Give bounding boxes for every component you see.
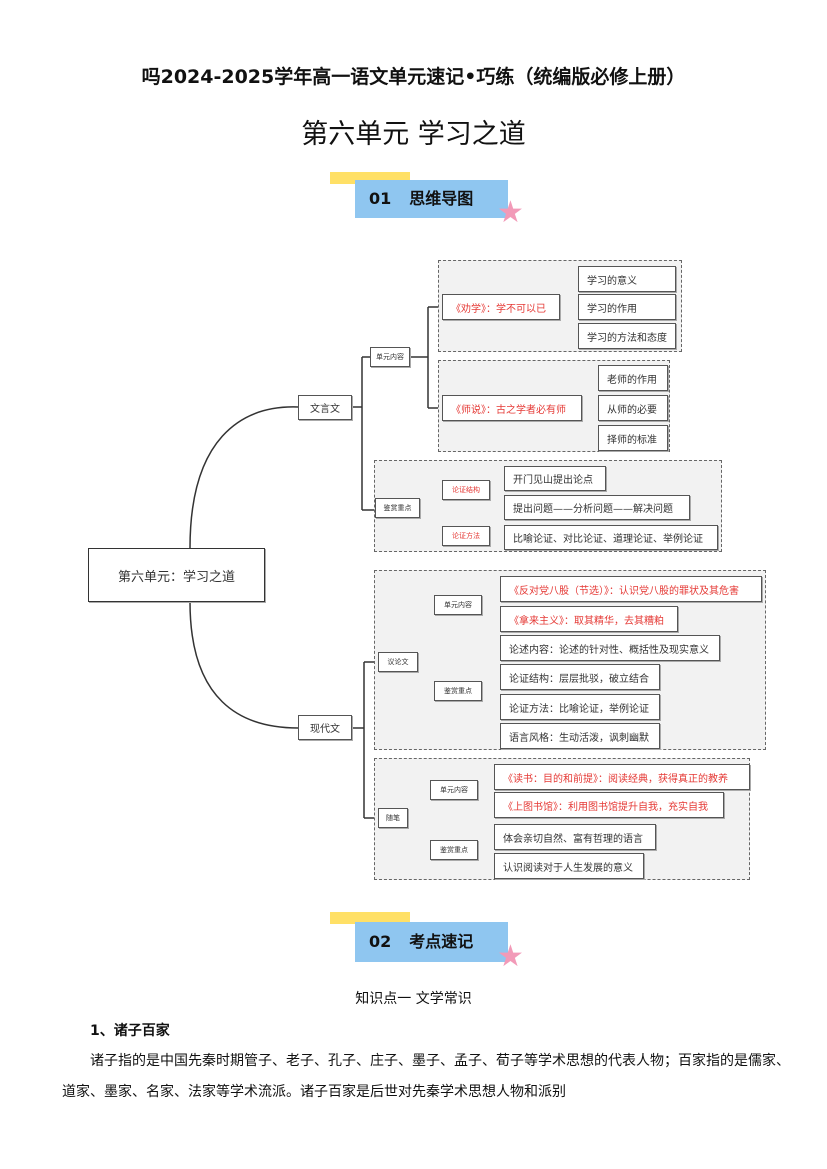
section-number: 01 [369,189,392,208]
node-argumentative: 议论文 [378,652,418,672]
node-unit-content: 单元内容 [430,780,478,800]
node-unit-content: 单元内容 [370,347,410,367]
subheading: 1、诸子百家 [90,1023,170,1039]
node-leaf: 学习的作用 [578,294,676,320]
node-essay: 随笔 [378,808,408,828]
node-leaf: 择师的标准 [598,425,668,451]
node-leaf: 比喻论证、对比论证、道理论证、举例论证 [504,525,718,550]
node-appreciation: 鉴赏重点 [430,840,478,860]
section-label: 考点速记 [409,932,474,951]
node-leaf: 语言风格：生动活泼，讽刺幽默 [500,723,660,749]
section-label: 思维导图 [409,189,474,208]
node-appreciation: 鉴赏重点 [375,498,420,518]
document-title: 吗2024-2025学年高一语文单元速记•巧练（统编版必修上册） [141,66,686,88]
mindmap-root: 第六单元：学习之道 [88,548,265,602]
star-icon: ★ [497,195,524,230]
node-leaf: 学习的方法和态度 [578,323,676,349]
node-leaf: 学习的意义 [578,266,676,292]
node-method: 论证方法 [442,526,490,546]
section-decor-bar [330,912,410,924]
node-classical: 文言文 [298,395,352,420]
node-leaf: 《反对党八股（节选）》：认识党八股的罪状及其危害 [500,576,762,602]
node-shishuo: 《师说》：古之学者必有师 [442,395,582,421]
body-paragraph: 诸子指的是中国先秦时期管子、老子、孔子、庄子、墨子、孟子、荀子等学术思想的代表人… [62,1053,790,1100]
node-appreciation: 鉴赏重点 [434,681,482,701]
node-leaf: 论证结构：层层批驳，破立结合 [500,664,660,690]
node-leaf: 《读书：目的和前提》：阅读经典，获得真正的教养 [494,764,750,790]
node-modern: 现代文 [298,715,352,740]
node-structure: 论证结构 [442,480,490,500]
node-unit-content: 单元内容 [434,595,482,615]
node-leaf: 《拿来主义》：取其精华，去其糟粕 [500,606,678,632]
node-quanxue: 《劝学》：学不可以已 [442,294,560,320]
node-leaf: 认识阅读对于人生发展的意义 [494,853,644,879]
section-badge-keypoints: 02 考点速记 [355,922,508,962]
knowledge-heading: 知识点一 文学常识 [355,991,472,1007]
node-leaf: 提出问题——分析问题——解决问题 [504,495,690,520]
node-leaf: 论述内容：论述的针对性、概括性及现实意义 [500,635,720,661]
node-leaf: 体会亲切自然、富有哲理的语言 [494,824,656,850]
section-number: 02 [369,932,392,951]
section-badge-mindmap: 01 思维导图 [355,180,508,218]
node-leaf: 老师的作用 [598,365,668,391]
node-leaf: 从师的必要 [598,395,668,421]
node-leaf: 开门见山提出论点 [504,466,606,491]
unit-title: 第六单元 学习之道 [301,119,526,150]
node-leaf: 论证方法：比喻论证，举例论证 [500,694,660,720]
star-icon: ★ [497,939,524,974]
node-leaf: 《上图书馆》：利用图书馆提升自我，充实自我 [494,792,724,818]
